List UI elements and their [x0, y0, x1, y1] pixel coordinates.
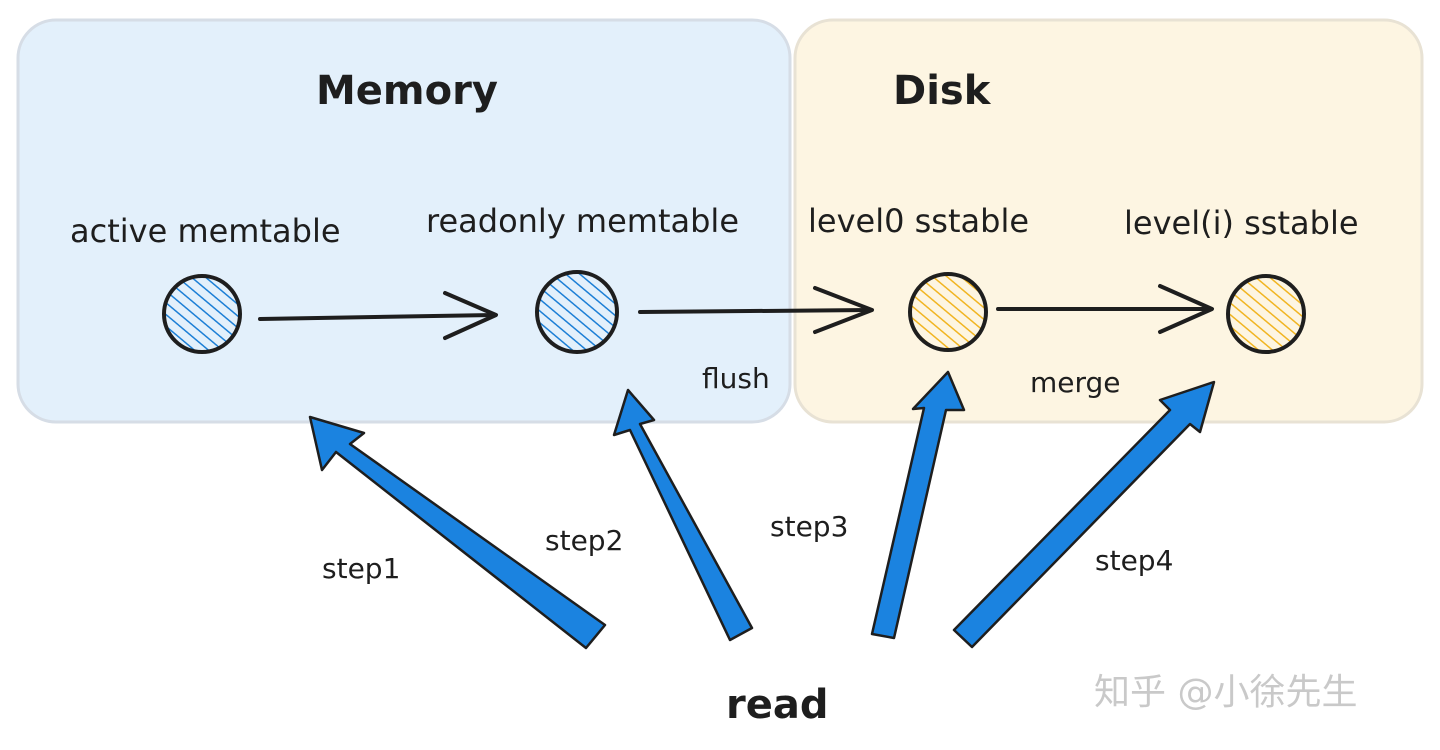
step-label-1: step1 — [322, 552, 400, 585]
node-label-readonly-memtable: readonly memtable — [426, 202, 739, 240]
edge-label-flush: flush — [702, 362, 770, 395]
read-arrow-step1 — [308, 415, 607, 650]
memory-title: Memory — [316, 68, 498, 114]
read-label: read — [726, 682, 828, 728]
watermark: 知乎 @小徐先生 — [1094, 672, 1357, 713]
node-readonly-memtable — [535, 270, 619, 354]
node-label-leveli-sstable: level(i) sstable — [1124, 204, 1359, 242]
read-arrow-step2 — [612, 388, 754, 642]
edge-label-merge: merge — [1030, 366, 1121, 399]
read-arrow-step3 — [870, 370, 966, 640]
step-label-4: step4 — [1095, 544, 1173, 577]
step-label-2: step2 — [545, 524, 623, 557]
node-label-active-memtable: active memtable — [70, 212, 341, 250]
arrow-active-to-readonly — [258, 291, 498, 340]
read-arrow-step4 — [952, 380, 1216, 649]
node-level0-sstable — [908, 272, 988, 352]
node-label-level0-sstable: level0 sstable — [808, 202, 1029, 240]
disk-title: Disk — [893, 68, 992, 114]
node-leveli-sstable — [1226, 274, 1306, 354]
arrow-merge — [996, 284, 1214, 334]
step-label-3: step3 — [770, 510, 848, 543]
arrow-flush — [638, 286, 874, 334]
node-active-memtable — [162, 274, 242, 354]
